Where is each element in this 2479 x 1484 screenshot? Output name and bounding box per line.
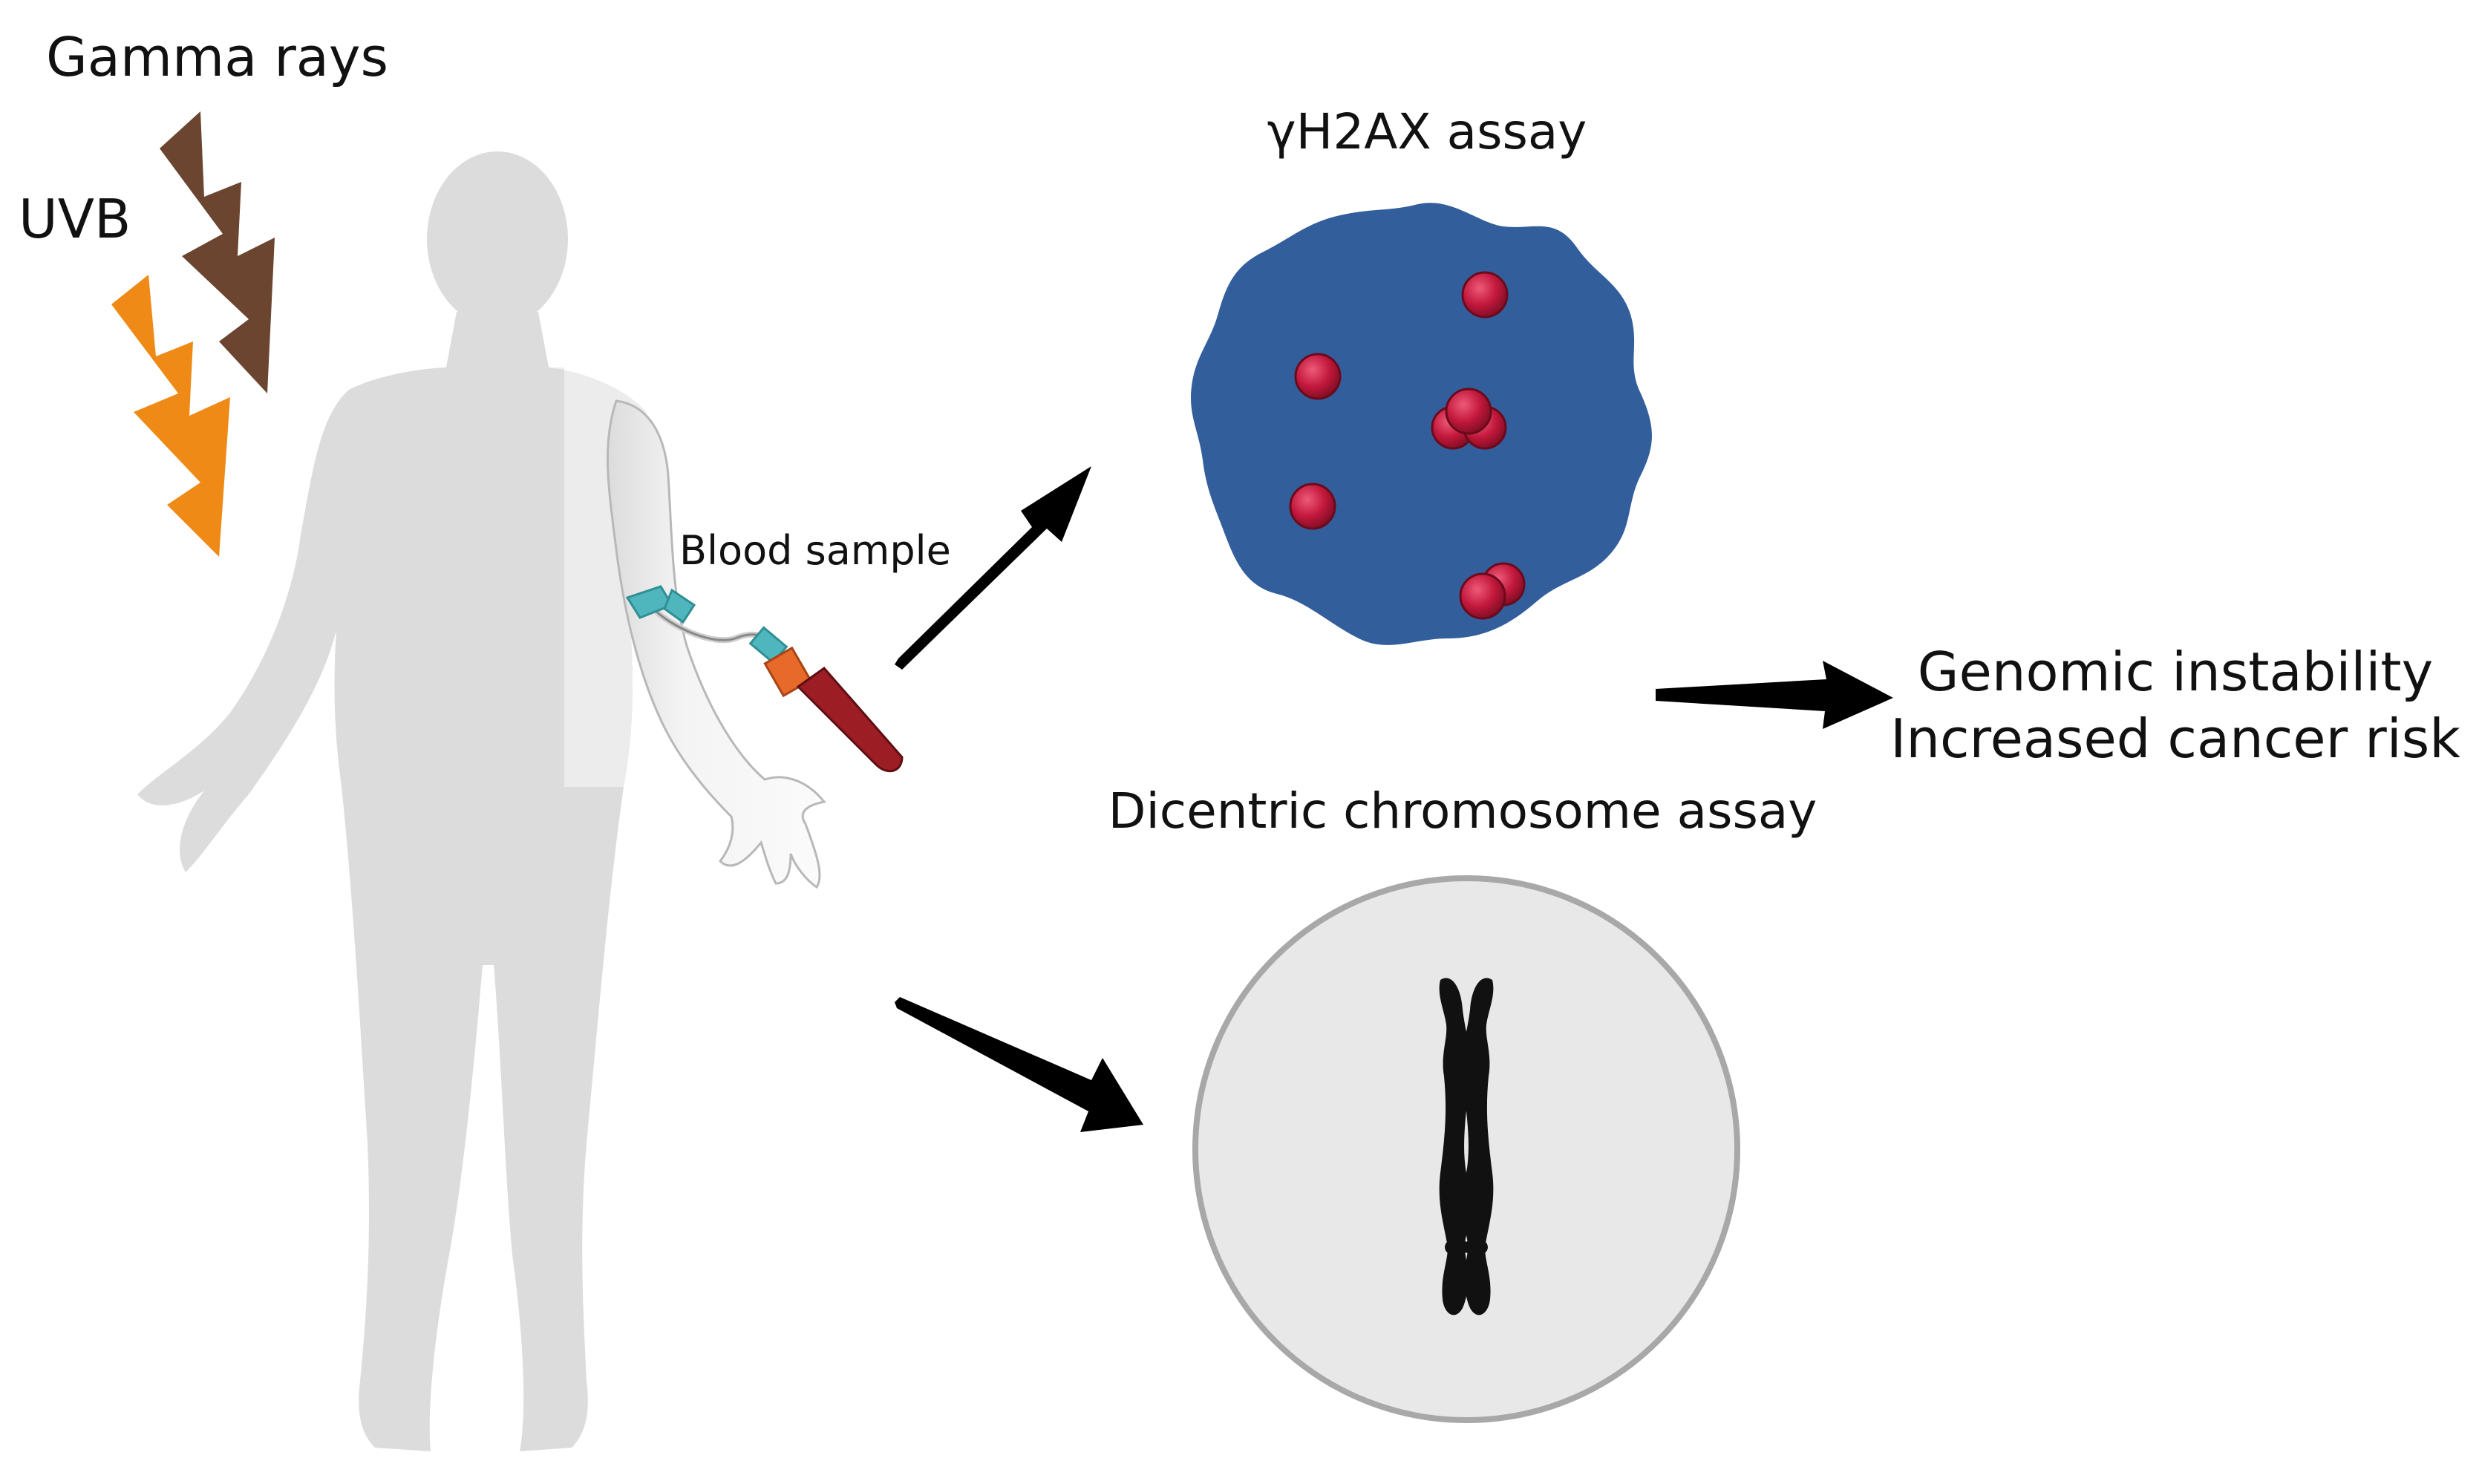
outcome-line1-label: Genomic instability [1918,641,2433,703]
dicentric-assay-label: Dicentric chromosome assay [1108,782,1817,840]
arrow-to-h2ax [895,466,1091,670]
gamma-rays-label: Gamma rays [46,26,388,88]
metaphase-cell-icon [1192,875,1740,1423]
dicentric-chromosome-icon [1439,978,1494,1315]
outcome-line2-label: Increased cancer risk [1890,707,2460,770]
dna-damage-foci [1289,271,1526,620]
arrow-to-outcome [1656,661,1893,729]
gamma-ray-bolt-icon [160,111,275,393]
blood-sample-label: Blood sample [679,527,951,574]
uvb-label: UVB [19,188,131,250]
uvb-bolt-icon [111,275,230,557]
h2ax-nucleus-icon [1190,203,1652,645]
h2ax-assay-label: γH2AX assay [1267,103,1587,160]
arrow-to-dicentric [895,997,1143,1132]
blood-draw-kit-icon [625,585,904,773]
human-figure-icon [137,151,826,1451]
